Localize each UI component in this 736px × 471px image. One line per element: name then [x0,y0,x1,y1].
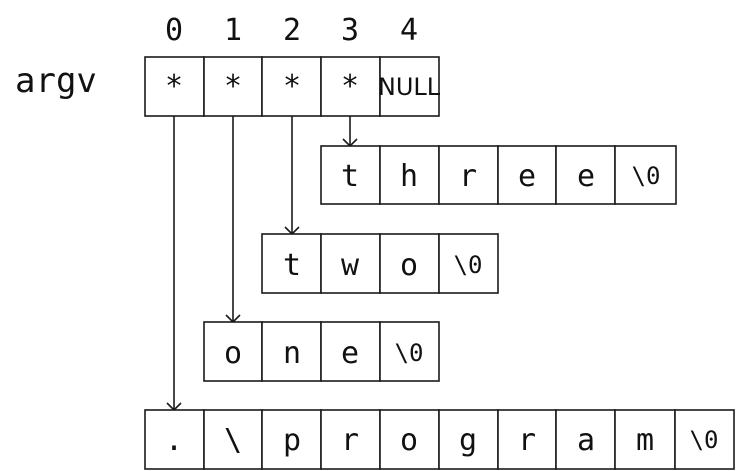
char: h [400,159,418,194]
argv-array: * * * * NULL [144,56,441,117]
char-cell [320,409,381,470]
char: o [224,336,242,371]
null-terminator: \0 [454,251,483,279]
argv-pointer: * [283,69,301,104]
char: m [636,423,654,458]
index-label: 4 [400,13,418,48]
string-three: t h r e e \0 [320,145,677,205]
string-one: o n e \0 [203,321,440,382]
char-cell [203,321,263,382]
char-cell [497,145,557,205]
char: e [341,336,359,371]
char: a [577,423,595,458]
argv-cell [144,56,205,117]
char-cell [320,233,381,294]
string-two: t w o \0 [261,233,499,294]
char: n [283,336,301,371]
argv-pointer: * [165,69,183,104]
char-cell [320,321,381,382]
char-cell [614,145,677,205]
char-cell [438,233,499,294]
null-terminator: \0 [395,339,424,367]
char: w [341,248,360,283]
char: . [165,423,183,458]
argv-pointer: * [341,69,359,104]
char: t [283,248,301,283]
char: e [518,159,536,194]
char-cell [438,145,499,205]
char: p [283,423,301,458]
char-cell [614,409,676,470]
char-cell [379,233,440,294]
null-terminator: \0 [632,162,661,190]
char: t [341,159,359,194]
char-cell [261,233,322,294]
argv-null: NULL [378,73,441,101]
argv-cell [379,56,440,117]
argv-label: argv [15,61,97,101]
char-cell [261,409,322,470]
char: o [400,248,418,283]
char-cell [555,409,616,470]
index-labels: 0 1 2 3 4 [165,13,418,48]
char: r [459,159,477,194]
char-cell [438,409,499,470]
char: o [400,423,418,458]
index-label: 3 [341,13,359,48]
char: \ [224,423,242,458]
char-cell [320,145,381,205]
index-label: 1 [224,13,242,48]
argv-cell [203,56,263,117]
index-label: 0 [165,13,183,48]
char-cell [674,409,735,470]
char-cell [379,409,440,470]
char-cell [497,409,557,470]
char: e [577,159,595,194]
char: r [518,423,536,458]
char: g [459,423,477,458]
index-label: 2 [283,13,301,48]
char: r [341,423,359,458]
char-cell [261,321,322,382]
null-terminator: \0 [690,426,719,454]
string-program: . \ p r o g r a m \0 [144,409,735,470]
char-cell [379,145,440,205]
argv-pointer: * [224,69,242,104]
char-cell [144,409,205,470]
char-cell [379,321,440,382]
